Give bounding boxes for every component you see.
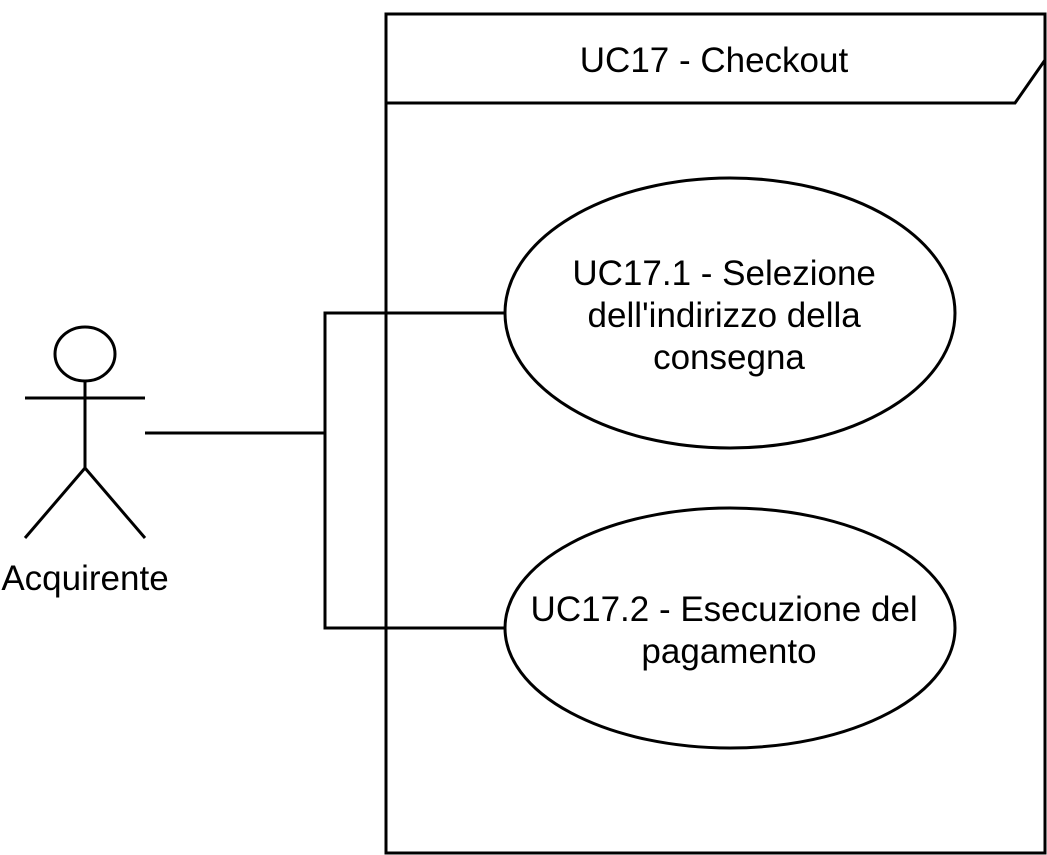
use-case-uc17-2: UC17.2 - Esecuzione del pagamento — [503, 506, 957, 750]
actor-acquirente: Acquirente — [1, 325, 169, 598]
association-to-uc17-2 — [323, 433, 505, 630]
use-case-label-line: dell'indirizzo della — [588, 296, 862, 335]
associations — [145, 311, 505, 630]
system-frame — [384, 12, 1047, 855]
use-case-label-line: UC17.2 - Esecuzione del — [531, 590, 918, 629]
actor-head — [53, 325, 117, 383]
use-case-label: UC17.1 - Selezione dell'indirizzo della … — [572, 254, 885, 377]
system-frame-tab — [386, 59, 1047, 105]
actor-right-leg — [83, 467, 147, 539]
use-case-label-line: consegna — [653, 338, 805, 377]
use-case-label: UC17.2 - Esecuzione del pagamento — [531, 590, 928, 671]
system-title: UC17 - Checkout — [580, 41, 849, 80]
actor-left-leg — [23, 467, 87, 539]
use-case-label-line: UC17.1 - Selezione — [572, 254, 876, 293]
association-to-uc17-1 — [145, 311, 505, 435]
use-case-label-line: pagamento — [641, 632, 816, 671]
use-case-ellipse — [503, 506, 957, 750]
system-boundary: UC17 - Checkout — [384, 12, 1047, 855]
actor-label: Acquirente — [1, 559, 168, 598]
use-case-ellipse — [503, 176, 957, 450]
use-case-uc17-1: UC17.1 - Selezione dell'indirizzo della … — [503, 176, 957, 450]
